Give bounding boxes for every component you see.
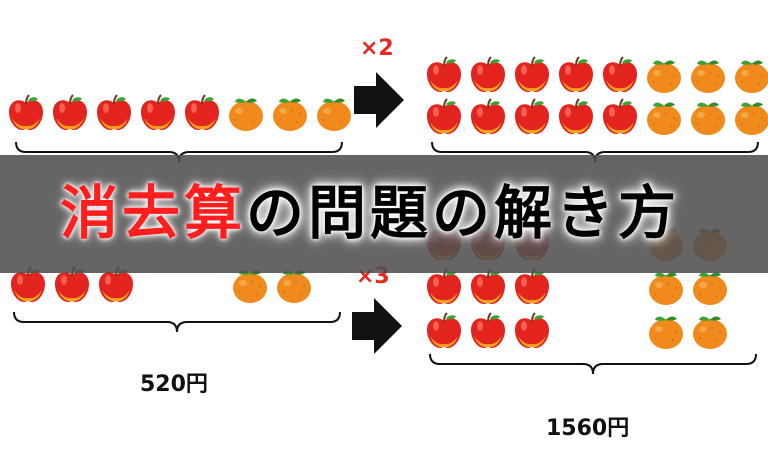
apple-icon	[424, 312, 464, 352]
arrow-right-icon	[354, 72, 404, 128]
bottom-right-apples-row-2	[424, 268, 552, 308]
page-title: 消去算の問題の解き方	[60, 173, 680, 253]
apple-icon	[94, 94, 134, 134]
bottom-right-oranges-row-3	[646, 312, 730, 352]
apple-icon	[182, 94, 222, 134]
orange-icon	[646, 268, 686, 308]
orange-icon	[314, 94, 354, 134]
apple-icon	[468, 98, 508, 138]
orange-icon	[226, 94, 266, 134]
title-banner	[0, 155, 768, 273]
orange-icon	[688, 98, 728, 138]
apple-icon	[468, 268, 508, 308]
top-right-fruit-row-1	[424, 56, 768, 96]
apple-icon	[50, 94, 90, 134]
apple-icon	[600, 98, 640, 138]
bottom-right-brace	[429, 353, 757, 375]
bottom-right-oranges-row-2	[646, 268, 730, 308]
orange-icon	[732, 98, 768, 138]
orange-icon	[690, 312, 730, 352]
bottom-right-price: 1560円	[546, 416, 630, 441]
apple-icon	[424, 56, 464, 96]
apple-icon	[600, 56, 640, 96]
title-highlight: 消去算	[60, 179, 247, 247]
apple-icon	[556, 98, 596, 138]
apple-icon	[512, 312, 552, 352]
apple-icon	[512, 98, 552, 138]
apple-icon	[424, 98, 464, 138]
orange-icon	[644, 98, 684, 138]
apple-icon	[468, 312, 508, 352]
apple-icon	[512, 268, 552, 308]
apple-icon	[556, 56, 596, 96]
orange-icon	[688, 56, 728, 96]
orange-icon	[732, 56, 768, 96]
bottom-left-price: 520円	[140, 372, 208, 397]
top-left-fruit-row	[6, 94, 354, 134]
apple-icon	[6, 94, 46, 134]
apple-icon	[468, 56, 508, 96]
bottom-left-brace	[13, 311, 341, 333]
orange-icon	[646, 312, 686, 352]
arrow-right-icon	[352, 298, 402, 354]
top-right-fruit-row-2	[424, 98, 768, 138]
orange-icon	[644, 56, 684, 96]
orange-icon	[270, 94, 310, 134]
title-rest: の問題の解き方	[246, 179, 681, 247]
apple-icon	[512, 56, 552, 96]
orange-icon	[690, 268, 730, 308]
bottom-right-apples-row-3	[424, 312, 552, 352]
apple-icon	[424, 268, 464, 308]
apple-icon	[138, 94, 178, 134]
top-multiplier: ×2	[360, 36, 394, 61]
